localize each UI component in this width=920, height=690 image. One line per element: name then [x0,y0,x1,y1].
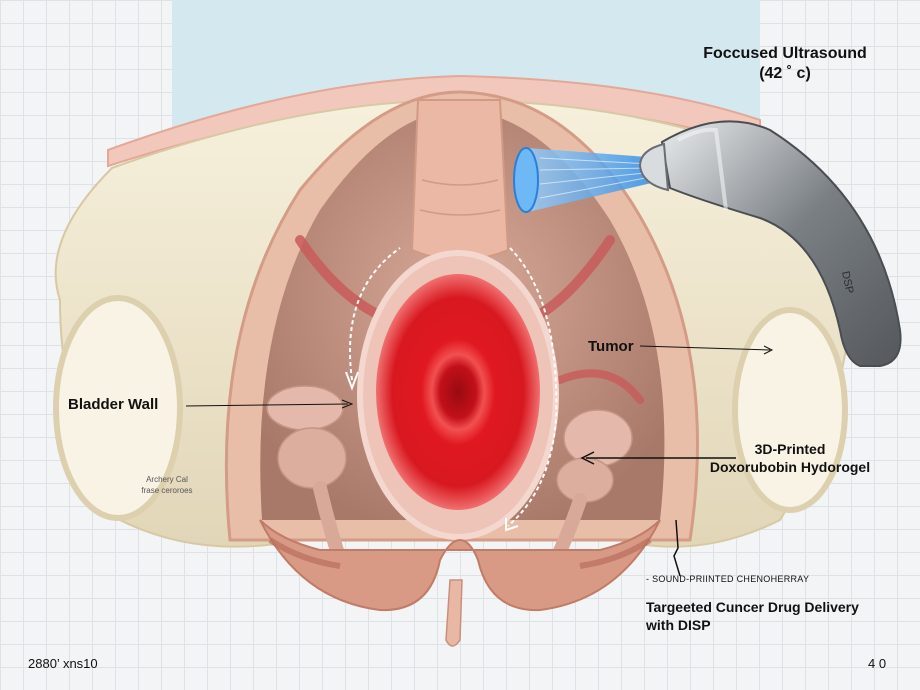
right-hip-joint [732,307,848,513]
hydrogel-arrow [507,247,558,527]
sound-leader [673,519,681,577]
lower-pelvis [259,519,661,612]
tumor-label: Tumor [588,338,634,355]
footer-left: 2880’ xns10 [28,656,98,671]
targeted-line-1: Targeeted Cuncer Drug Delivery [646,599,859,615]
sound-printed-label: - SOUND-PRIINTED CHENOHERRAY [646,574,810,584]
ultrasound-beam [517,148,664,212]
hydrogel-line-2: Doxorubobin Hydorogel [709,459,871,475]
ultrasound-probe [638,120,902,367]
bladder-leader [185,403,349,407]
targeted-delivery-label: Targeeted Cuncer Drug Delivery with DISP [646,598,859,634]
left-organ [277,427,347,489]
left-organ [266,385,344,431]
title-line-1: Foccused Ultrasound [703,45,867,62]
diagram-title: Foccused Ultrasound (42 ˚ c) [680,44,890,84]
small-note-line-1: Archery Cal [146,475,188,484]
tumor [376,274,540,510]
title-line-2: (42 ˚ c) [759,65,811,82]
left-hip-joint [53,295,183,521]
hydrogel-line-1: 3D-Printed [754,441,826,457]
hydrogel-arrow [349,247,401,381]
hydrogel-label: 3D-Printed Doxorubobin Hydorogel [700,440,880,476]
footer-right: 4 0 [868,656,887,671]
blood-vessel [556,369,644,404]
small-note: Archery Cal frase ceroroes [122,474,212,496]
bladder-wall-label: Bladder Wall [68,396,159,413]
probe-text: DSP [839,270,855,295]
tumor-leader [639,345,771,351]
small-note-line-2: frase ceroroes [141,486,193,495]
ureter-tube [410,99,510,261]
targeted-line-2: with DISP [646,617,711,633]
